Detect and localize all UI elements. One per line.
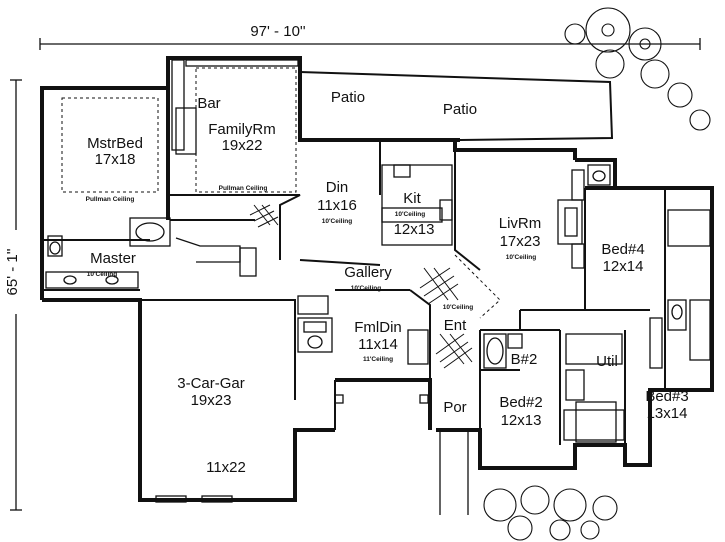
room-name-garage: 3-Car-Gar bbox=[177, 375, 245, 392]
ceiling-note-entry: 10'Ceiling bbox=[443, 304, 473, 311]
room-name-bed4: Bed#4 bbox=[601, 241, 644, 258]
room-name-gallery: Gallery bbox=[344, 264, 392, 281]
room-size-familyrm: 19x22 bbox=[222, 137, 263, 154]
shrubs-top-right bbox=[564, 7, 711, 131]
interior-walls bbox=[42, 88, 666, 445]
ceiling-note-master: 10'Ceiling bbox=[87, 271, 117, 278]
ceiling-note-kit: 10'Ceiling bbox=[395, 211, 425, 218]
room-name-bed3: Bed#3 bbox=[645, 388, 688, 405]
room-size-bed2: 12x13 bbox=[501, 412, 542, 429]
room-size-fmldin: 11x14 bbox=[358, 336, 398, 353]
room-name-kit: Kit bbox=[403, 190, 421, 207]
room-name-livrm: LivRm bbox=[499, 215, 542, 232]
room-name-din: Din bbox=[326, 179, 349, 196]
room-name-bath2: B#2 bbox=[511, 351, 538, 368]
room-name-fmldin: FmlDin bbox=[354, 319, 402, 336]
room-name-mstrbed: MstrBed bbox=[87, 135, 143, 152]
room-name-bed2: Bed#2 bbox=[499, 394, 542, 411]
room-name-util: Util bbox=[596, 353, 618, 370]
room-name-familyrm: FamilyRm bbox=[208, 121, 276, 138]
width-dimension: 97' - 10'' bbox=[39, 18, 701, 50]
room-name-bar: Bar bbox=[197, 95, 220, 112]
depth-dimension: 65' - 1'' bbox=[4, 79, 22, 511]
room-size-livrm: 17x23 bbox=[500, 233, 541, 250]
ceiling-note-gallery: 10'Ceiling bbox=[351, 285, 381, 292]
room-name-patio-left: Patio bbox=[331, 89, 365, 106]
room-labels: Patio Patio Bar MstrBed 17x18 FamilyRm 1… bbox=[87, 89, 689, 476]
ceiling-notes: Pullman Ceiling Pullman Ceiling 10'Ceili… bbox=[86, 185, 537, 363]
room-size-garage: 19x23 bbox=[191, 392, 232, 409]
ceiling-note-fmldin: 11'Ceiling bbox=[363, 356, 393, 363]
room-size-kit: 12x13 bbox=[394, 221, 435, 238]
room-name-ent: Ent bbox=[444, 317, 467, 334]
ceiling-outlines bbox=[61, 67, 501, 319]
width-dimension-label: 97' - 10'' bbox=[250, 23, 305, 40]
shrubs-bottom-right bbox=[483, 485, 618, 541]
room-size-bed3: 13x14 bbox=[647, 405, 688, 422]
exterior-walls bbox=[40, 56, 714, 502]
room-size-bed4: 12x14 bbox=[603, 258, 644, 275]
fixtures bbox=[45, 59, 711, 515]
ceiling-note-familyrm: Pullman Ceiling bbox=[219, 185, 268, 192]
garage-note: 11x22 bbox=[206, 459, 246, 476]
ceiling-note-mstrbed: Pullman Ceiling bbox=[86, 196, 135, 203]
room-name-patio-right: Patio bbox=[443, 101, 477, 118]
ceiling-note-din: 10'Ceiling bbox=[322, 218, 352, 225]
room-size-din: 11x16 bbox=[317, 197, 357, 214]
ceiling-note-livrm: 10'Ceiling bbox=[506, 254, 536, 261]
room-size-mstrbed: 17x18 bbox=[95, 151, 136, 168]
hatch-marks bbox=[249, 204, 473, 369]
depth-dimension-label: 65' - 1'' bbox=[4, 248, 21, 295]
room-name-porch: Por bbox=[443, 399, 466, 416]
room-name-master: Master bbox=[90, 250, 136, 267]
